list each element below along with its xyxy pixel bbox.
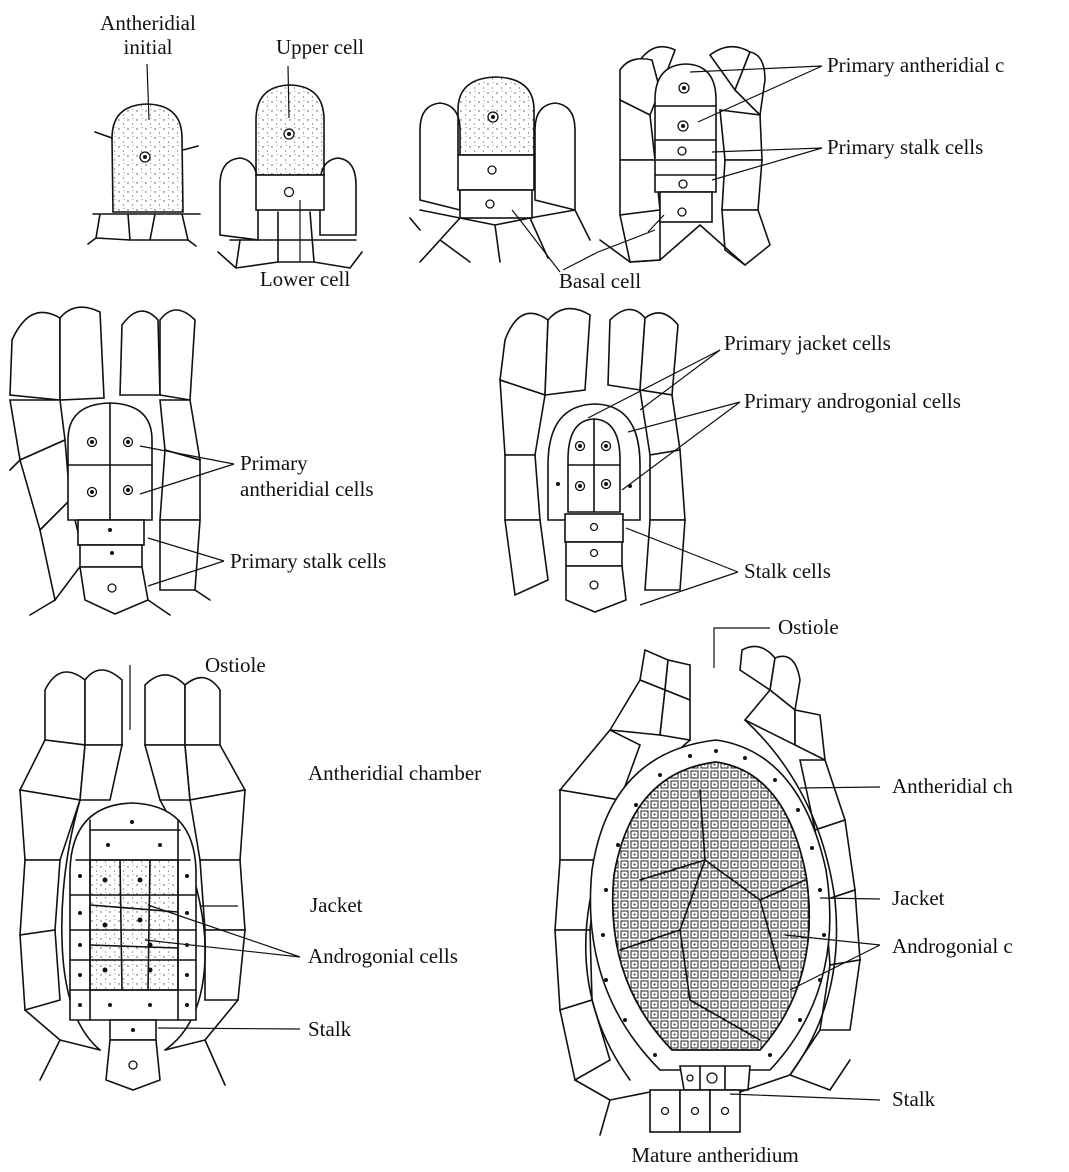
label-primary-antheridial-cells-1: Primary [240, 451, 308, 475]
stage-basal-cell [410, 77, 590, 262]
label-primary-stalk-cells-mid: Primary stalk cells [230, 549, 386, 573]
label-primary-androgonial-cells: Primary androgonial cells [744, 389, 961, 413]
label-antheridial-chamber-left: Antheridial chamber [308, 761, 481, 785]
label-upper-cell: Upper cell [276, 35, 364, 59]
stage-primary-antheridial-mid [10, 307, 234, 615]
label-basal-cell: Basal cell [559, 269, 641, 293]
label-stalk-left: Stalk [308, 1017, 352, 1041]
label-primary-stalk-cells-top: Primary stalk cells [827, 135, 983, 159]
label-primary-jacket-cells: Primary jacket cells [724, 331, 891, 355]
label-mature-antheridium: Mature antheridium [631, 1143, 798, 1167]
label-ostiole-right: Ostiole [778, 615, 839, 639]
label-androgonial-cells-left: Androgonial cells [308, 944, 458, 968]
label-antheridial-initial-1: Antheridial [100, 11, 196, 35]
label-antheridial-chamber-right: Antheridial ch [892, 774, 1013, 798]
stage-primary-jacket [500, 309, 740, 612]
label-androgonial-right: Androgonial c [892, 934, 1013, 958]
label-primary-antheridial-top: Primary antheridial c [827, 53, 1004, 77]
label-stalk-cells: Stalk cells [744, 559, 831, 583]
stage-antheridial-chamber [20, 665, 300, 1090]
stage-antheridial-initial [88, 64, 200, 246]
label-stalk-right: Stalk [892, 1087, 936, 1111]
label-jacket-left: Jacket [310, 893, 363, 917]
label-ostiole-left: Ostiole [205, 653, 266, 677]
label-antheridial-initial-2: initial [124, 35, 173, 59]
stage-upper-lower-cell [218, 66, 362, 268]
stage-primary-cells-top [600, 47, 770, 265]
label-primary-antheridial-cells-2: antheridial cells [240, 477, 374, 501]
label-lower-cell: Lower cell [260, 267, 351, 291]
label-jacket-right: Jacket [892, 886, 945, 910]
stage-mature-antheridium [555, 628, 880, 1135]
